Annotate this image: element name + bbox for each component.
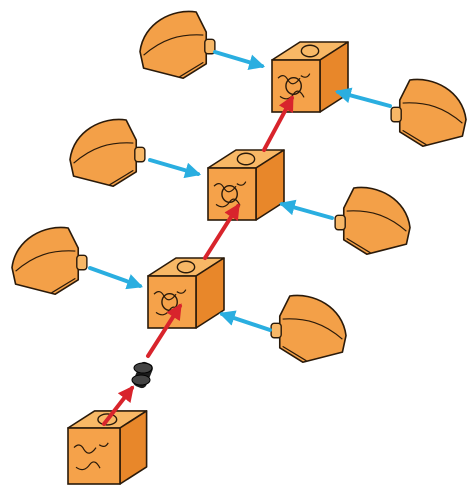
cube-top-hole xyxy=(176,260,196,274)
cap-ridge xyxy=(282,318,343,340)
stack-arrow-base xyxy=(102,385,134,426)
attach-arrow-middle-right xyxy=(278,199,334,220)
cap-ridge xyxy=(73,142,134,164)
rounded-cap-top-left xyxy=(139,10,216,80)
cap-edge xyxy=(282,345,307,362)
cap-peg xyxy=(204,38,216,55)
cube-top-hole xyxy=(97,413,118,426)
cap-peg xyxy=(134,146,146,163)
cap-peg xyxy=(334,214,346,231)
cube-bottom xyxy=(147,257,225,329)
cap-peg xyxy=(270,322,282,339)
attach-arrow-bottom-right xyxy=(218,310,272,332)
connector-ring-top xyxy=(133,362,153,374)
cap-peg xyxy=(76,254,88,271)
cube-texture xyxy=(73,442,109,471)
rounded-cap-middle-right xyxy=(334,186,411,256)
cube-top-hole xyxy=(236,152,256,166)
stack-arrow-top xyxy=(262,95,294,152)
cube-base xyxy=(67,410,148,485)
cube-front-face xyxy=(271,59,321,113)
cap-ridge xyxy=(346,210,407,232)
cap-edge xyxy=(109,169,134,186)
cap-body xyxy=(69,118,138,188)
attach-arrow-top-left xyxy=(213,50,266,71)
attach-arrow-middle-left xyxy=(148,158,202,179)
attach-arrow-top-right xyxy=(334,87,392,108)
cube-middle xyxy=(207,149,285,221)
cap-ridge xyxy=(402,102,463,124)
cube-top-hole xyxy=(300,44,320,58)
arrows-group xyxy=(88,50,392,426)
connector-pin xyxy=(131,361,153,389)
connector-ring-bottom xyxy=(131,374,151,386)
cap-body xyxy=(11,226,80,296)
cap-body xyxy=(342,186,411,256)
rounded-cap-bottom-right xyxy=(270,294,347,364)
cube-front-face xyxy=(67,427,121,485)
stack-arrow-bottom xyxy=(146,303,182,358)
cube-top xyxy=(271,41,349,113)
cap-ridge xyxy=(143,34,204,56)
cap-body xyxy=(278,294,347,364)
rounded-caps-group xyxy=(11,10,467,364)
rounded-cap-bottom-left xyxy=(11,226,88,296)
rounded-cap-top-right xyxy=(390,78,467,148)
cap-ridge xyxy=(15,250,76,272)
attach-arrow-bottom-left xyxy=(88,266,144,290)
rounded-cap-middle-left xyxy=(69,118,146,188)
cap-edge xyxy=(346,237,371,254)
cap-edge xyxy=(51,277,76,294)
cap-peg xyxy=(390,106,402,123)
cube-texture xyxy=(213,181,247,208)
connector-pin-shape xyxy=(131,361,153,389)
stack-arrow-middle xyxy=(203,203,240,260)
cap-body xyxy=(139,10,208,80)
cap-body xyxy=(398,78,467,148)
cap-edge xyxy=(402,129,427,146)
cap-edge xyxy=(179,61,204,78)
